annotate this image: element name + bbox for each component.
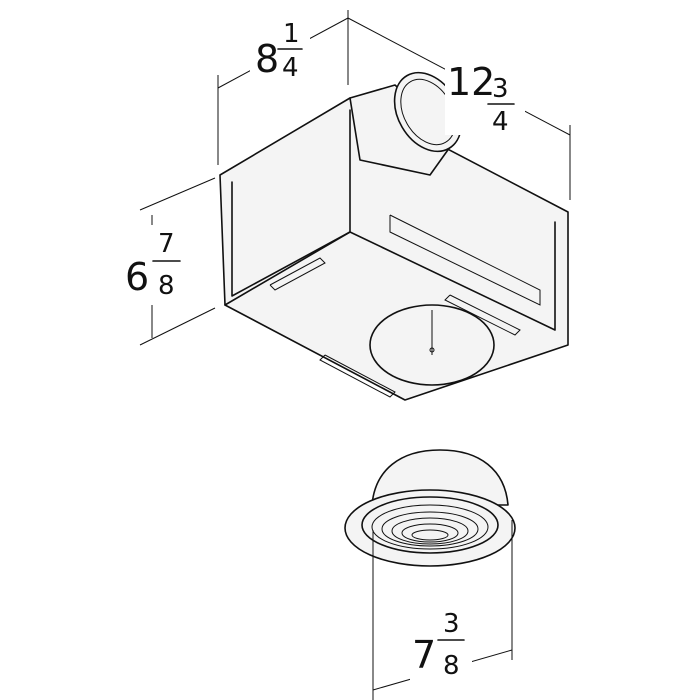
length-whole: 12: [447, 60, 495, 104]
width-whole: 8: [255, 37, 279, 81]
width-den: 4: [282, 53, 299, 83]
length-den: 4: [492, 107, 509, 137]
dimension-grille-diameter: 7 3 8: [410, 605, 472, 685]
height-whole: 6: [125, 255, 149, 299]
dimension-height: 6 7 8: [122, 225, 184, 305]
length-num: 3: [492, 74, 509, 104]
dimension-width: 8 1 4: [250, 18, 310, 88]
housing-slot-front: [319, 354, 396, 398]
fan-housing: [219, 97, 569, 401]
grille-num: 3: [443, 609, 460, 639]
fan-screw: [429, 347, 435, 353]
grille-whole: 7: [412, 633, 436, 677]
housing-slot-back: [444, 294, 521, 336]
trim-baffle: [361, 496, 499, 554]
height-den: 8: [158, 271, 175, 301]
housing-inner-edge: [224, 231, 351, 306]
baffle-ring: [411, 529, 449, 541]
housing-inner-back-right: [349, 221, 556, 331]
grille-den: 8: [443, 651, 460, 681]
housing-slot-right: [389, 214, 541, 306]
width-num: 1: [283, 19, 300, 49]
baffle-ring: [381, 511, 479, 547]
dimension-length: 12 3 4: [445, 55, 525, 137]
height-num: 7: [158, 229, 175, 259]
housing-slot-left: [269, 257, 326, 291]
baffle-ring: [371, 504, 489, 550]
duct-collar: [349, 71, 463, 176]
baffle-ring: [391, 517, 469, 545]
baffle-rings: [371, 504, 489, 550]
housing-inner-back-left: [231, 109, 351, 297]
grille-trim: [344, 449, 516, 567]
collar-body: [349, 84, 456, 176]
baffle-ring: [401, 523, 459, 543]
